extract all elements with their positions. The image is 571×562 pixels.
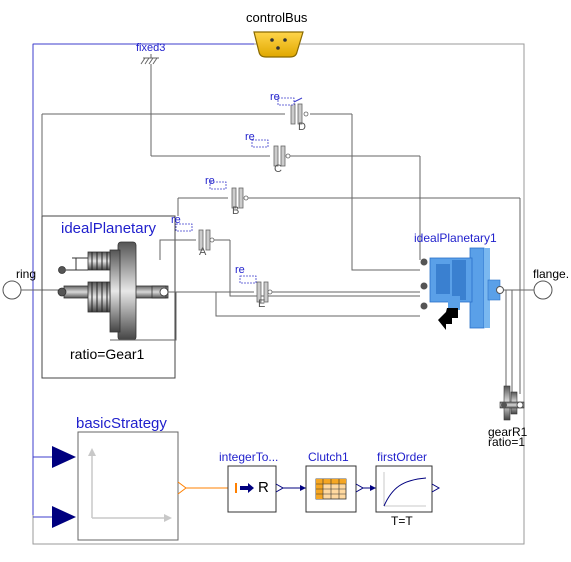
clutch-d-icon[interactable] [42,97,352,125]
table-icon [315,478,347,500]
basic-strategy-block[interactable] [77,431,179,541]
basic-strategy-label: basicStrategy [76,415,167,432]
first-order-param-label: T=T [391,514,413,528]
strategy-output-port [177,481,187,495]
control-bus-connector[interactable] [253,31,304,58]
clutch-b-icon[interactable] [178,181,520,209]
clutch-d-id-label: D [298,121,306,133]
bus-input-arrow-2 [52,506,76,528]
ring-flange-icon[interactable] [2,280,22,300]
fixed3-icon[interactable] [140,54,159,65]
clutch-a-re-label: re [171,214,181,226]
clutch-c-id-label: C [274,163,282,175]
clutch-e-icon[interactable] [176,275,420,303]
flange-right-icon[interactable] [533,280,553,300]
clutch-a-wire [229,240,420,297]
integer-to-r-label: R [258,479,269,496]
first-order-label: firstOrder [377,450,428,464]
ideal-planetary1-icon[interactable] [420,247,504,330]
clutch-b-re-label: re [205,175,215,187]
clutch-a-icon[interactable] [175,223,230,251]
ideal-planetary-label: idealPlanetary [61,220,157,237]
clutch-b-id-label: B [232,205,240,217]
integer-to-label: integerTo... [219,450,279,464]
basic-strategy-axes-icon [88,448,172,522]
first-order-block[interactable] [375,465,433,513]
clutch-d-wire [351,114,420,271]
clutch-e-id-label: E [258,298,266,310]
clutch-e-re-label: re [235,264,245,276]
clutch-c-re-label: re [245,131,255,143]
fixed3-label: fixed3 [136,42,166,54]
flange-label: flange. [533,267,570,281]
clutch-e-wire [215,292,420,317]
integer-arrow-icon [240,483,254,493]
clutch-a-wire-left [159,239,175,260]
clutch1-label: Clutch1 [308,450,349,464]
first-order-curve-icon [383,472,427,507]
clutch-c-icon[interactable] [150,64,420,167]
ideal-planetary1-label: idealPlanetary1 [414,231,497,245]
carrier-line [110,291,177,341]
gear-r1-ratio-label: ratio=1 [488,435,526,449]
control-bus-label: controlBus [246,10,308,25]
ideal-planetary-frame [41,215,176,379]
gear-r1-icon[interactable] [499,290,525,421]
ideal-planetary-gear[interactable] [57,241,169,341]
ratio-label: ratio=Gear1 [70,346,145,362]
ring-label: ring [16,267,37,281]
bus-input-arrow-1 [52,446,76,468]
clutch-d-re-label: re [270,91,280,103]
gear-r1-label: gearR1 [488,425,528,439]
clutch-a-id-label: A [199,246,207,258]
